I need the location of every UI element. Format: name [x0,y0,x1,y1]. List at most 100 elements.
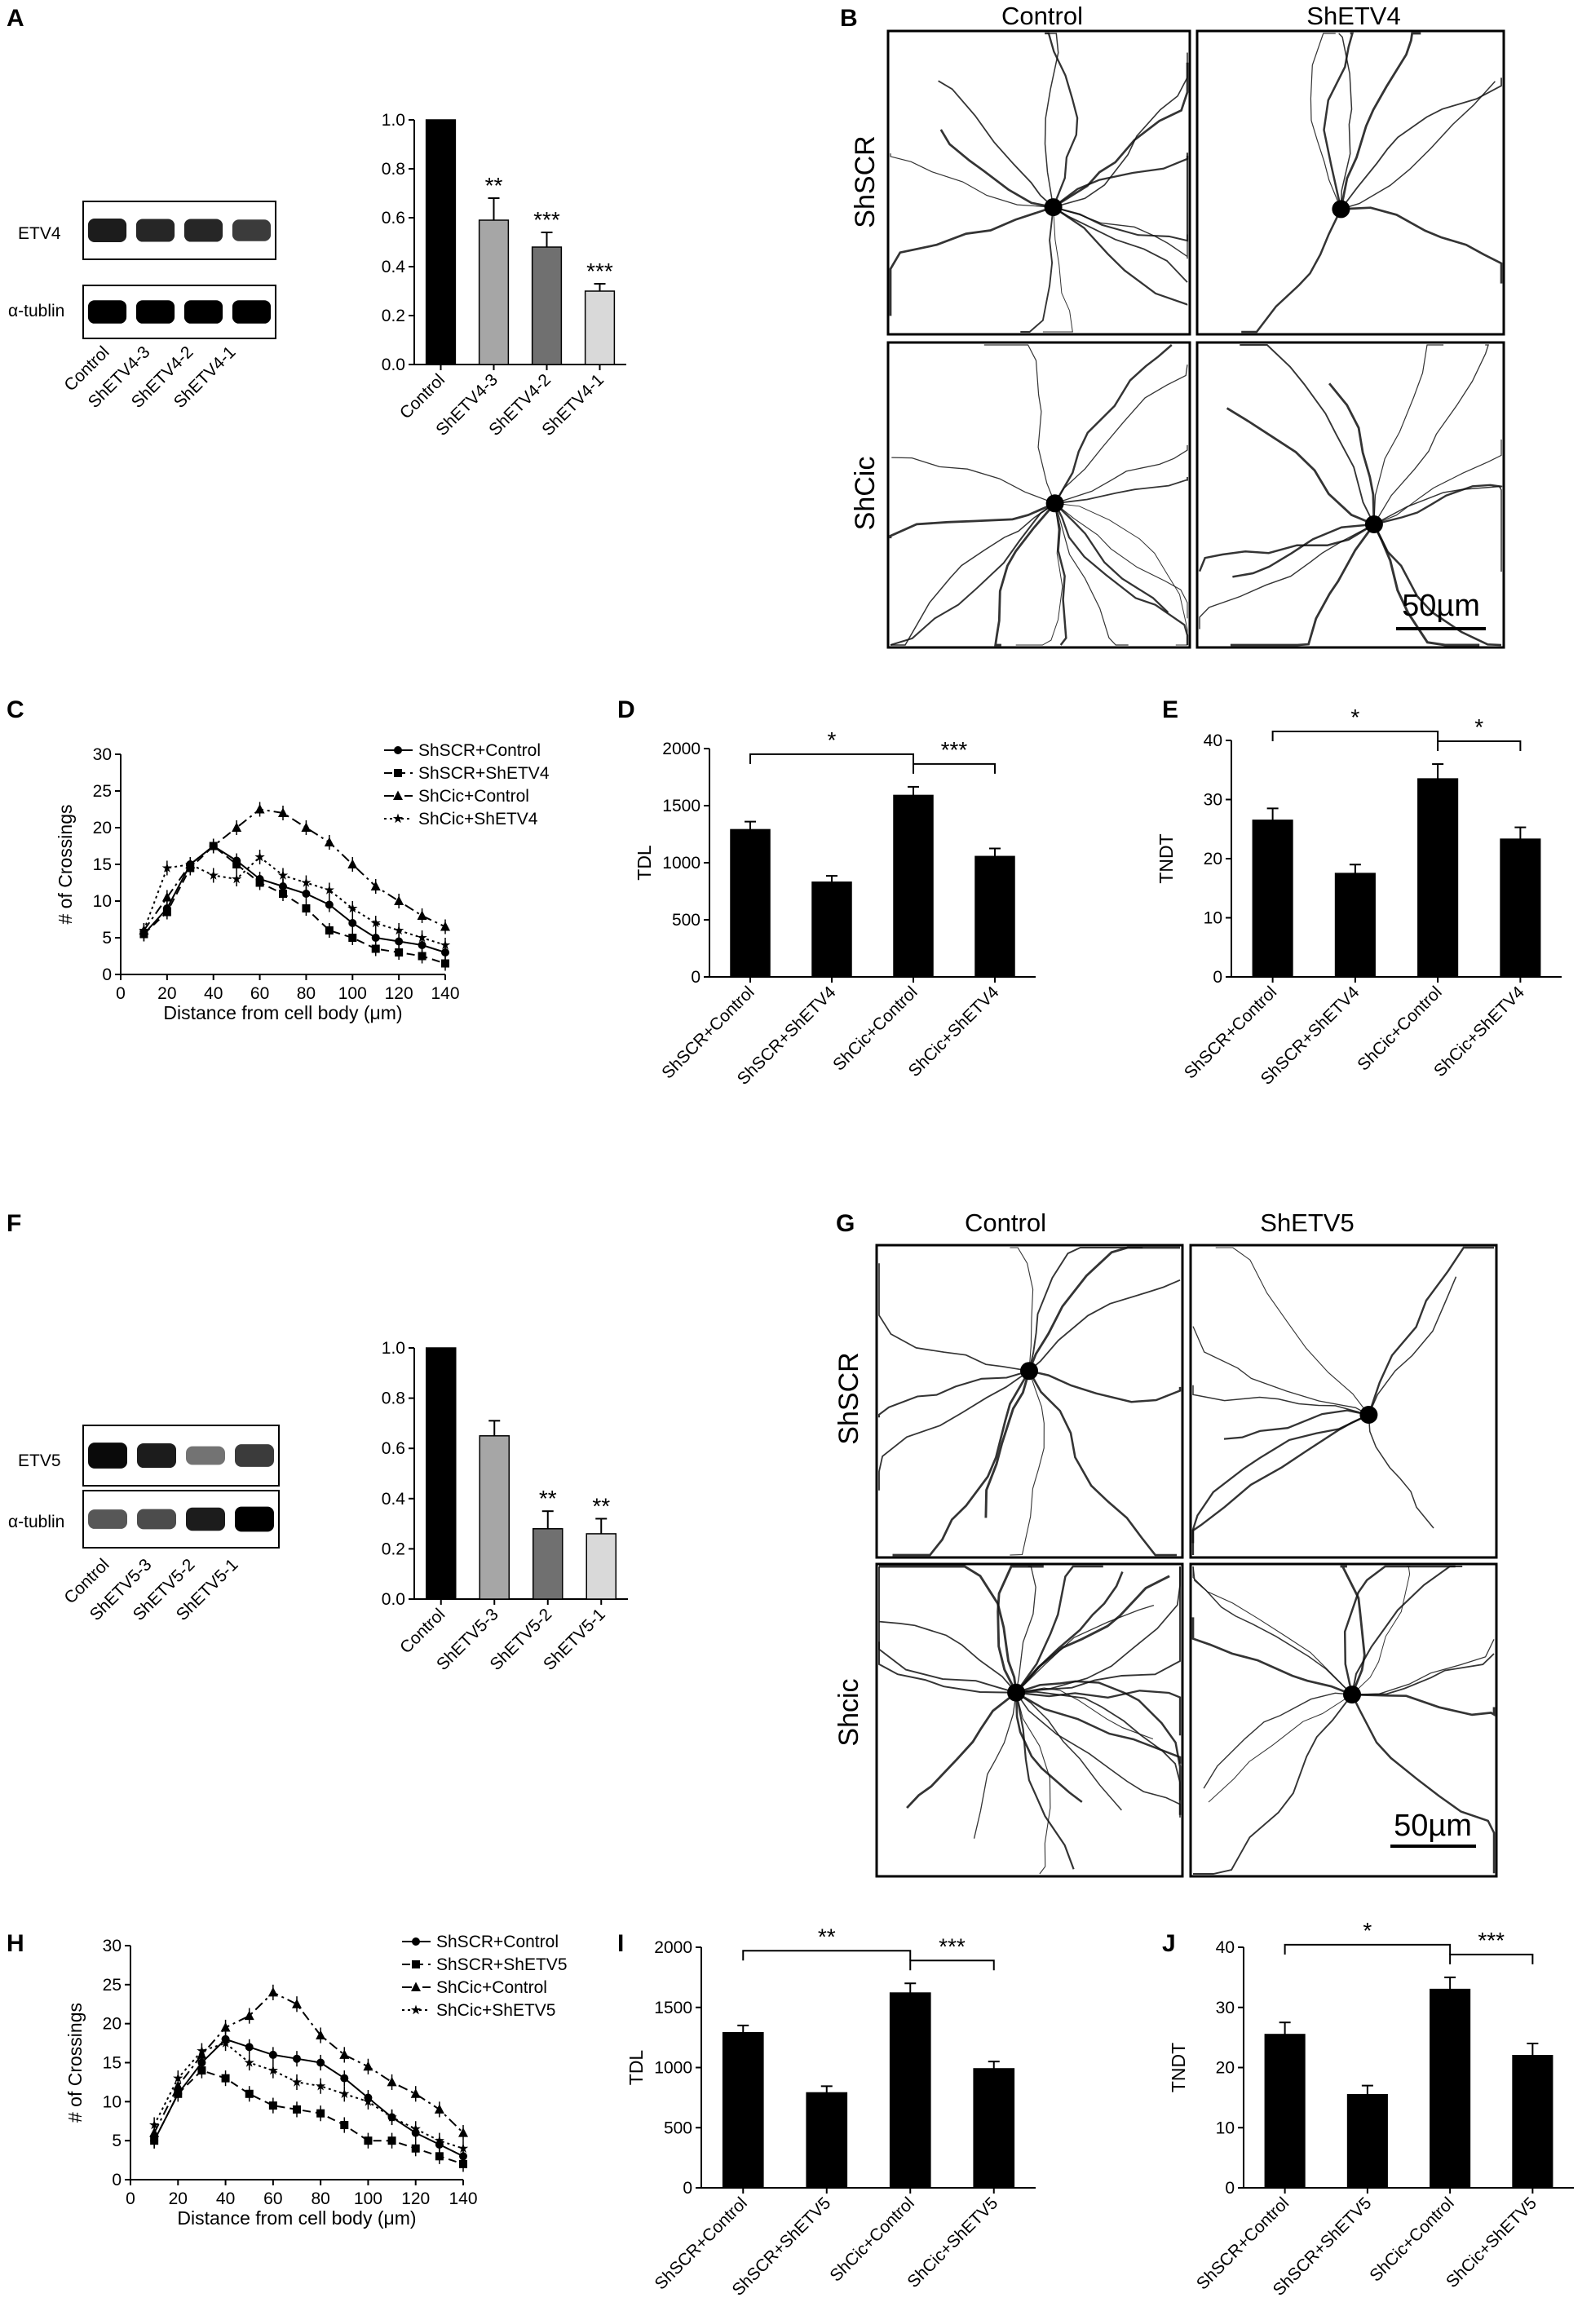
column-label-control: Control [1001,2,1083,30]
dendrite [1310,33,1341,210]
dendrite [1199,524,1375,630]
y-tick-label: 0.2 [382,1540,405,1558]
dendrite [939,129,1054,209]
data-point [302,904,311,912]
dendrite [1343,1565,1456,1695]
significance-label: ** [485,173,503,198]
data-point [208,870,219,880]
y-tick-label: 40 [1216,1938,1235,1957]
y-tick-label: 0.6 [382,1439,405,1458]
data-point [395,937,404,946]
dendrite [1351,1639,1495,1695]
micrograph-grid-G: Control ShETV5 ShSCR Shcic 50µm [833,1208,1498,1878]
x-tick-label: 100 [354,2189,382,2208]
x-tick-label: 60 [250,984,269,1003]
data-point [197,2066,206,2075]
dendrite [1323,32,1355,210]
bar [730,828,771,978]
data-point [267,1986,278,1997]
dendrite [1028,1247,1143,1372]
series-1: ShSCR+ShETV5 [150,1955,568,2172]
panel-letter-E: E [1162,696,1178,723]
data-point [278,807,288,817]
dendrite [1230,524,1376,647]
dendrite [1015,1575,1170,1694]
dendrite [1368,1246,1494,1416]
x-tick-label: 0 [116,984,126,1003]
data-point [371,934,380,942]
x-tick-label: 60 [263,2189,282,2208]
column-label-shetv4: ShETV4 [1306,2,1400,30]
y-tick-label: 40 [1204,731,1222,750]
data-point [370,881,381,890]
dendrite [1015,1565,1103,1694]
western-blot-F: ETV5 α-tublin Control ShETV5-3 ShETV5-2 … [8,1425,280,1624]
dendrite [1015,1692,1181,1818]
y-tick-label: 1.0 [382,1339,405,1358]
y-tick-label: 0.6 [382,209,405,228]
blot-band [183,219,223,242]
y-tick-label: 0 [102,965,112,984]
blot-band [235,1506,274,1532]
data-point [394,925,404,935]
panel-letter-A: A [7,5,24,32]
data-point [161,863,172,873]
x-tick-label: 20 [169,2189,188,2208]
y-tick-label: 10 [93,892,112,911]
data-point [324,837,334,846]
blot-band [235,1444,274,1467]
row-label-shcic: ShCic [850,457,881,531]
band-label-tubulin-a: α-tublin [8,302,64,320]
dendrite [1015,1692,1075,1870]
dendrite [1223,1409,1369,1440]
dendrite [1016,1687,1154,1740]
data-point [173,2073,183,2083]
dendrite [1054,365,1188,504]
bar [1430,1988,1471,2189]
dendrite [1052,206,1188,306]
data-point [348,919,357,927]
dendrite [1053,52,1188,208]
dendrite [1232,523,1375,578]
dendrite [1226,407,1375,526]
blot-band [232,219,272,241]
comparison-bracket [742,1950,912,1961]
blot-band [186,1507,225,1531]
y-tick-label: 0.8 [382,1390,405,1408]
data-point [348,934,357,942]
dendrite [906,1691,1017,1809]
x-tick-label: 100 [338,984,367,1003]
comparison-bracket [1449,1953,1534,1964]
data-point [301,822,312,832]
x-tick-label: ShCic+ShETV4 [1430,983,1528,1080]
dendrite [983,344,1056,504]
panel-letter-G: G [836,1210,855,1237]
data-point [339,2088,350,2098]
dendrite [1351,1566,1411,1695]
data-point [316,2109,325,2118]
data-point [254,804,265,814]
bar [479,1435,510,1600]
x-tick-label: Control [396,1605,449,1657]
bar [806,2092,848,2189]
data-point [387,2112,397,2122]
cell-body [1007,1683,1026,1702]
y-axis-label: TDL [625,2050,647,2086]
dendrite [1372,524,1502,647]
dendrite [938,80,1054,208]
micrograph-g-shcic-control [875,1562,1184,1878]
data-point [434,2135,444,2145]
x-tick-label: 140 [449,2189,477,2208]
dendrite [1341,81,1496,210]
y-tick-label: 1.0 [382,111,405,130]
data-point [435,2152,444,2161]
data-point [293,2054,301,2063]
comparison-label: *** [1478,1928,1505,1953]
dendrite [1373,484,1503,526]
column-label-shetv5: ShETV5 [1260,1208,1354,1237]
band-label-etv5: ETV5 [18,1451,61,1470]
dendrite [892,1370,1031,1557]
y-tick-label: 20 [103,2015,122,2034]
data-point [301,877,312,887]
panel-letter-B: B [840,5,858,32]
